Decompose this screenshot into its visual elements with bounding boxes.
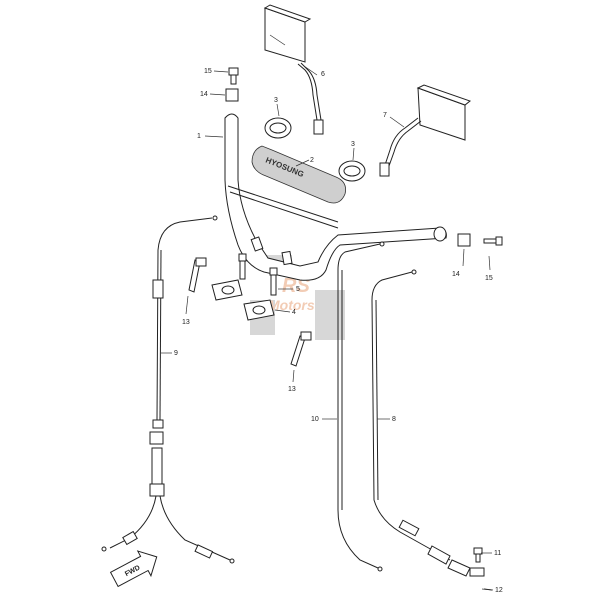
callout-10: 10 xyxy=(311,416,319,423)
holder-bolts xyxy=(238,253,278,296)
callout-2: 2 xyxy=(310,157,314,164)
part-11-12 xyxy=(469,547,493,591)
callout-14-right: 14 xyxy=(452,271,460,278)
handlebar xyxy=(224,113,447,281)
callout-3-left: 3 xyxy=(274,97,278,104)
cable-8 xyxy=(371,269,471,577)
callout-14-left: 14 xyxy=(200,91,208,98)
mirror-right xyxy=(379,84,472,177)
fwd-arrow: FWD xyxy=(109,550,158,588)
callout-15-left: 15 xyxy=(204,68,212,75)
callout-5: 5 xyxy=(296,286,300,293)
callout-11: 11 xyxy=(494,550,501,557)
cable-tie-2 xyxy=(290,331,312,367)
holder-lower-left xyxy=(211,279,243,301)
end-cap-left xyxy=(225,88,239,102)
cable-9 xyxy=(101,215,235,564)
callout-7: 7 xyxy=(383,112,387,119)
callout-6: 6 xyxy=(321,71,325,78)
callout-3-right: 3 xyxy=(351,141,355,148)
callouts: 15 14 6 3 1 2 3 7 14 15 5 4 13 13 9 10 8… xyxy=(174,68,503,594)
mirror-left xyxy=(263,4,324,135)
callout-8: 8 xyxy=(392,416,396,423)
callout-13-right: 13 xyxy=(288,386,296,393)
mirror-left-mount xyxy=(313,119,324,135)
callout-13-left: 13 xyxy=(182,319,190,326)
mirror-right-mount xyxy=(379,162,390,177)
watermark-line2: Motors xyxy=(268,297,315,313)
callout-1: 1 xyxy=(197,133,201,140)
handlebar-end xyxy=(433,226,447,242)
callout-15-right: 15 xyxy=(485,275,493,282)
callout-12: 12 xyxy=(495,587,503,594)
grip-body xyxy=(251,145,346,204)
bolt-left xyxy=(225,67,239,102)
leader-lines xyxy=(161,65,494,591)
grip: HYOSUNG xyxy=(251,145,346,204)
callout-4: 4 xyxy=(292,309,296,316)
end-cap-right xyxy=(457,233,471,247)
cable-10 xyxy=(337,241,385,572)
clamp-right xyxy=(338,160,366,182)
clamp-left xyxy=(264,117,292,139)
holder-lower-right xyxy=(243,299,275,321)
callout-9: 9 xyxy=(174,350,178,357)
fwd-arrow-shape xyxy=(109,550,158,588)
cable-tie-1 xyxy=(188,257,207,293)
watermark-block-right xyxy=(315,290,345,340)
bolt-right xyxy=(457,233,503,247)
